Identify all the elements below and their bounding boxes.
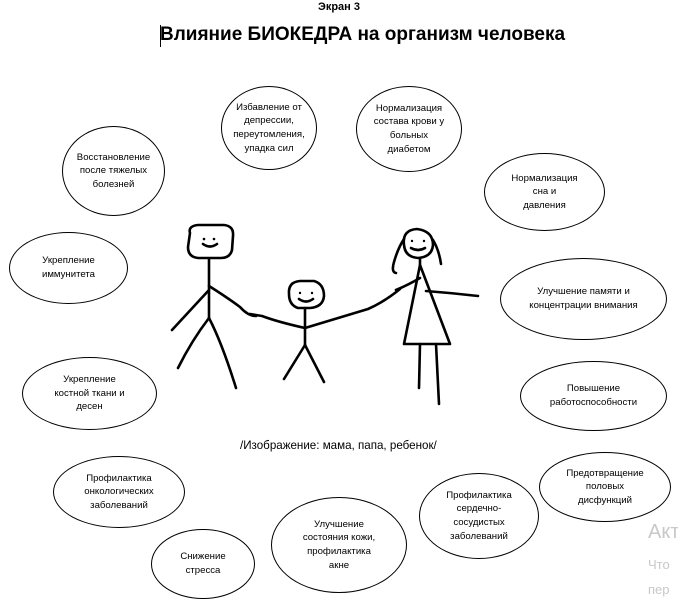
watermark-line: Что	[648, 557, 670, 572]
screen-label: Экран 3	[318, 1, 360, 13]
mother-left-arm	[394, 276, 422, 292]
mother-right-arm	[424, 289, 480, 298]
father-figure	[170, 223, 258, 390]
father-left-leg	[176, 316, 211, 370]
mother-hair-left	[391, 237, 406, 275]
watermark-line: пер	[648, 582, 670, 597]
mother-dress	[402, 263, 452, 346]
watermark-line: Акт	[648, 521, 678, 543]
child-left-leg	[282, 343, 307, 381]
child-head	[287, 279, 326, 310]
child-figure	[248, 279, 402, 384]
child-right-arm	[303, 287, 402, 330]
mother-left-leg	[417, 342, 422, 390]
mother-figure	[391, 227, 480, 406]
text-cursor	[160, 25, 161, 47]
image-caption: /Изображение: мама, папа, ребенок/	[240, 439, 437, 452]
father-right-leg	[207, 316, 238, 390]
mother-right-leg	[434, 342, 441, 406]
child-right-leg	[303, 343, 326, 384]
child-left-arm	[248, 312, 307, 330]
father-left-arm	[170, 288, 211, 332]
mother-hair-right	[431, 238, 443, 266]
mother-head	[402, 227, 435, 260]
father-right-arm	[207, 284, 258, 318]
page-title: Влияние БИОКЕДРА на организм человека	[160, 24, 566, 45]
father-head	[186, 223, 235, 260]
